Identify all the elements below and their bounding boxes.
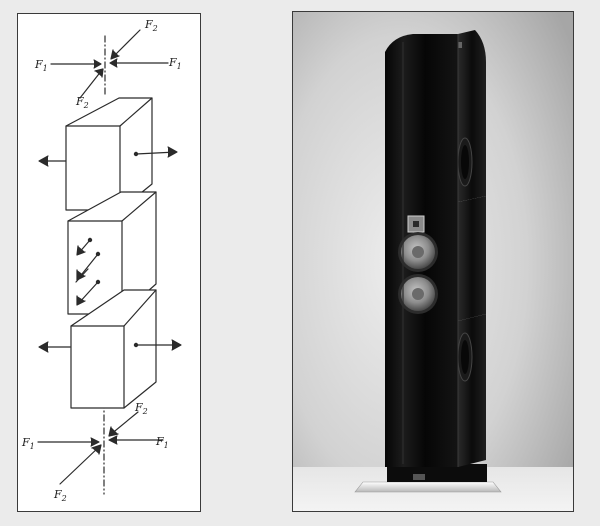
- label-bottom-f2-upper: F2: [134, 401, 148, 416]
- top-cube: [38, 97, 178, 211]
- label-bottom-f1-left: F1: [21, 436, 35, 451]
- force-sketch-panel: F2 F1 F1 F2 F2 F1 F1 F2: [17, 13, 201, 512]
- top-f2-lower-arrow: [79, 69, 103, 99]
- label-bottom-f1-right: F1: [155, 435, 169, 450]
- label-bottom-f2-lower: F2: [53, 488, 67, 503]
- label-top-f2-upper: F2: [144, 18, 158, 33]
- brand-badge: [413, 474, 425, 480]
- label-top-f1-left: F1: [34, 58, 48, 73]
- speaker-upper-module: [385, 30, 486, 202]
- label-top-f2-lower: F2: [75, 95, 89, 110]
- label-top-f1-right: F1: [168, 56, 182, 71]
- speaker-photo: [293, 12, 573, 511]
- bottom-force-group: [37, 411, 164, 485]
- middle-cube: [67, 191, 157, 315]
- speaker-middle-module: [385, 196, 486, 321]
- speaker-lower-module: [385, 314, 486, 467]
- top-logo: [458, 42, 462, 48]
- bottom-cube: [38, 289, 182, 409]
- top-force-group: [50, 29, 169, 99]
- top-f2-upper-arrow: [111, 29, 141, 59]
- speaker-plinth: [354, 464, 502, 493]
- bottom-f2-lower-arrow: [59, 445, 101, 485]
- middle-cube-arrow-3: [75, 268, 89, 283]
- speaker-photo-panel: [292, 11, 574, 512]
- force-sketch: F2 F1 F1 F2 F2 F1 F1 F2: [21, 18, 182, 503]
